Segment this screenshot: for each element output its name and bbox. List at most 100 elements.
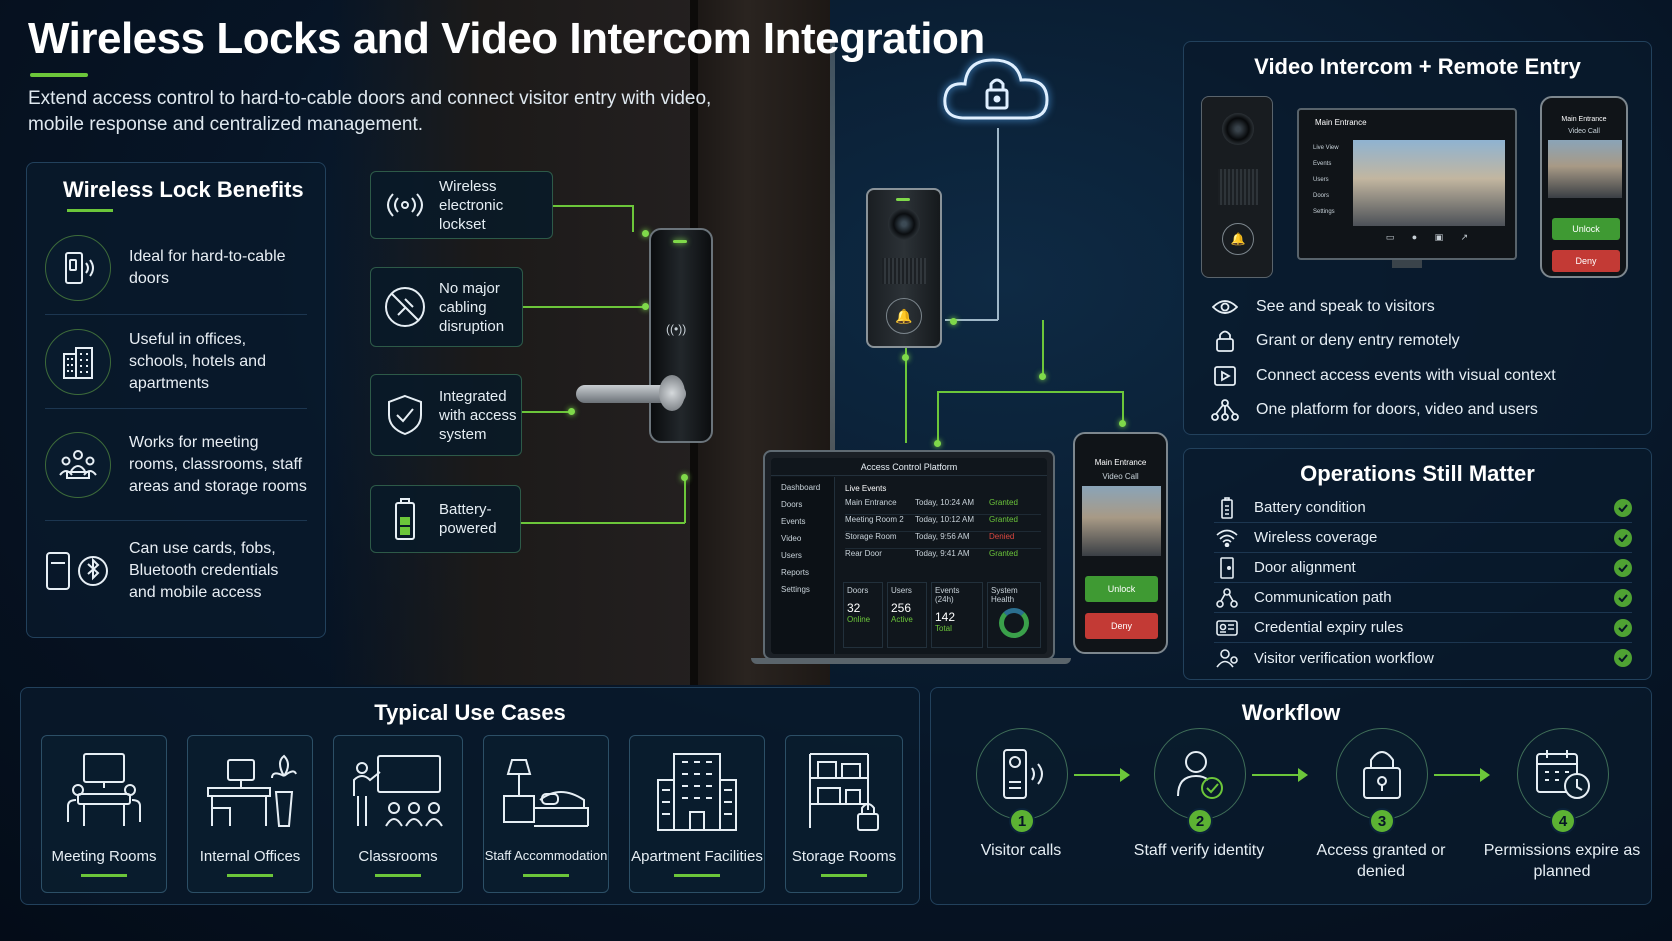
laptop-menu-item[interactable]: Reports: [781, 568, 810, 577]
laptop-menu-item[interactable]: Users: [781, 551, 802, 560]
id-card-icon: [1214, 619, 1240, 636]
event-door: Storage Room: [845, 532, 897, 541]
benefit-item: Can use cards, fobs, Bluetooth credentia…: [45, 521, 307, 621]
workflow-arrow: [1074, 768, 1130, 782]
share-icon[interactable]: ↗: [1460, 232, 1469, 242]
laptop-menu-item[interactable]: Settings: [781, 585, 810, 594]
lock-icon: [1210, 328, 1240, 354]
ops-text: Wireless coverage: [1254, 529, 1378, 546]
check-icon: [1614, 498, 1632, 517]
feature-text: Grant or deny entry remotely: [1256, 332, 1460, 349]
operations-panel: Operations Still Matter Battery conditio…: [1183, 448, 1652, 680]
event-status: Granted: [989, 498, 1018, 507]
door-intercom: 🔔: [866, 188, 942, 348]
monitor-menu-item[interactable]: Live View: [1313, 145, 1339, 151]
connector-dot: [681, 474, 688, 481]
deny-button[interactable]: Deny: [1085, 613, 1158, 639]
wireless-lock: ((•)): [649, 228, 713, 443]
wireless-benefits-panel: Wireless Lock Benefits Ideal for hard-to…: [26, 162, 326, 638]
intercom-call-icon: [976, 728, 1068, 820]
use-case-card[interactable]: Apartment Facilities: [629, 735, 765, 893]
step-label: Permissions expire as planned: [1483, 842, 1641, 880]
connector-dot: [902, 354, 909, 361]
ops-text: Credential expiry rules: [1254, 619, 1404, 636]
unlock-button[interactable]: Unlock: [1085, 576, 1158, 602]
connector-line: [997, 128, 999, 320]
health-label: System Health: [991, 586, 1018, 604]
stat-value: 256: [891, 601, 912, 615]
callout-integrated: Integrated with access system: [370, 374, 522, 456]
use-case-card[interactable]: Classrooms: [333, 735, 463, 893]
eye-icon: [1210, 294, 1240, 320]
connector-line: [523, 306, 645, 308]
wifi-icon: [1214, 529, 1240, 547]
accent-bar: [821, 874, 867, 877]
page-subtitle: Extend access control to hard-to-cable d…: [28, 88, 712, 135]
stat-sub: Total: [935, 624, 952, 633]
title-underline: [30, 73, 88, 77]
event-time: Today, 9:56 AM: [915, 532, 970, 541]
stat-sub: Online: [847, 615, 871, 624]
use-case-card[interactable]: Internal Offices: [187, 735, 313, 893]
connector-line: [937, 391, 939, 443]
monitor-menu-item[interactable]: Events: [1313, 161, 1332, 167]
monitor-menu-item[interactable]: Settings: [1313, 209, 1335, 215]
monitor: Main Entrance Live View Events Users Doo…: [1297, 108, 1517, 260]
laptop-menu-item[interactable]: Video: [781, 534, 802, 543]
camera-icon[interactable]: ▭: [1385, 232, 1395, 242]
battery-icon: [1214, 496, 1240, 519]
deny-button[interactable]: Deny: [1552, 250, 1620, 272]
workflow-panel: Workflow 1 Visitor calls 2 Staff verify …: [930, 687, 1652, 905]
monitor-menu-item[interactable]: Doors: [1313, 193, 1330, 199]
accent-bar: [81, 874, 127, 877]
unlock-button[interactable]: Unlock: [1552, 218, 1620, 240]
stat-label: Users: [891, 586, 912, 595]
step-number: 1: [1009, 808, 1035, 834]
laptop-menu-item[interactable]: Doors: [781, 500, 803, 509]
step-label: Visitor calls: [980, 842, 1062, 859]
lock-icon[interactable]: ▣: [1434, 232, 1444, 242]
phone-title: Main Entrance: [1094, 458, 1147, 467]
lock-handle-rose: [659, 375, 685, 411]
benefits-underline: [67, 209, 113, 212]
wireless-signal-icon: [381, 181, 429, 229]
use-case-card[interactable]: Meeting Rooms: [41, 735, 167, 893]
meeting-room-icon: [42, 748, 166, 836]
stat-card: Doors 32 Online: [843, 582, 883, 648]
stat-label: Events (24h): [935, 586, 960, 604]
office-desk-icon: [188, 748, 312, 836]
laptop-menu-item[interactable]: Dashboard: [781, 483, 821, 492]
workflow-arrow: [1434, 768, 1490, 782]
network-icon: [1210, 397, 1240, 423]
operations-row: Visitor verification workflow: [1214, 643, 1632, 673]
monitor-menu-item[interactable]: Users: [1313, 177, 1329, 183]
table-row[interactable]: Meeting Room 2 Today, 10:12 AM Granted: [845, 515, 1041, 532]
step-label: Access granted or denied: [1316, 842, 1446, 880]
connector-line: [1122, 391, 1124, 423]
intercom-feature: Connect access events with visual contex…: [1210, 363, 1556, 389]
benefits-title: Wireless Lock Benefits: [63, 177, 304, 202]
phone-subtitle: Video Call: [1568, 128, 1600, 135]
use-case-label: Internal Offices: [199, 848, 301, 865]
connector-dot: [950, 318, 957, 325]
use-case-card[interactable]: Storage Rooms: [785, 735, 903, 893]
callout-wireless-lockset: Wireless electronic lockset: [370, 171, 553, 239]
phone-intercom: Main Entrance Video Call Unlock Deny: [1540, 96, 1628, 278]
operations-row: Credential expiry rules: [1214, 613, 1632, 643]
use-case-label: Storage Rooms: [791, 848, 897, 865]
table-row[interactable]: Storage Room Today, 9:56 AM Denied: [845, 532, 1041, 549]
step-label: Staff verify identity: [1133, 842, 1265, 859]
table-row[interactable]: Rear Door Today, 9:41 AM Granted: [845, 549, 1041, 566]
use-case-card[interactable]: Staff Accommodation: [483, 735, 609, 893]
table-row[interactable]: Main Entrance Today, 10:24 AM Granted: [845, 498, 1041, 515]
connector-line: [521, 522, 685, 524]
classroom-icon: [334, 748, 462, 836]
mic-icon[interactable]: ●: [1411, 232, 1418, 242]
check-icon: [1614, 558, 1632, 577]
benefit-item: Ideal for hard-to-cable doors: [45, 221, 307, 315]
event-status: Granted: [989, 515, 1018, 524]
connector-line: [553, 205, 633, 207]
event-status: Denied: [989, 532, 1015, 541]
laptop-menu-item[interactable]: Events: [781, 517, 806, 526]
connector-dot: [642, 230, 649, 237]
